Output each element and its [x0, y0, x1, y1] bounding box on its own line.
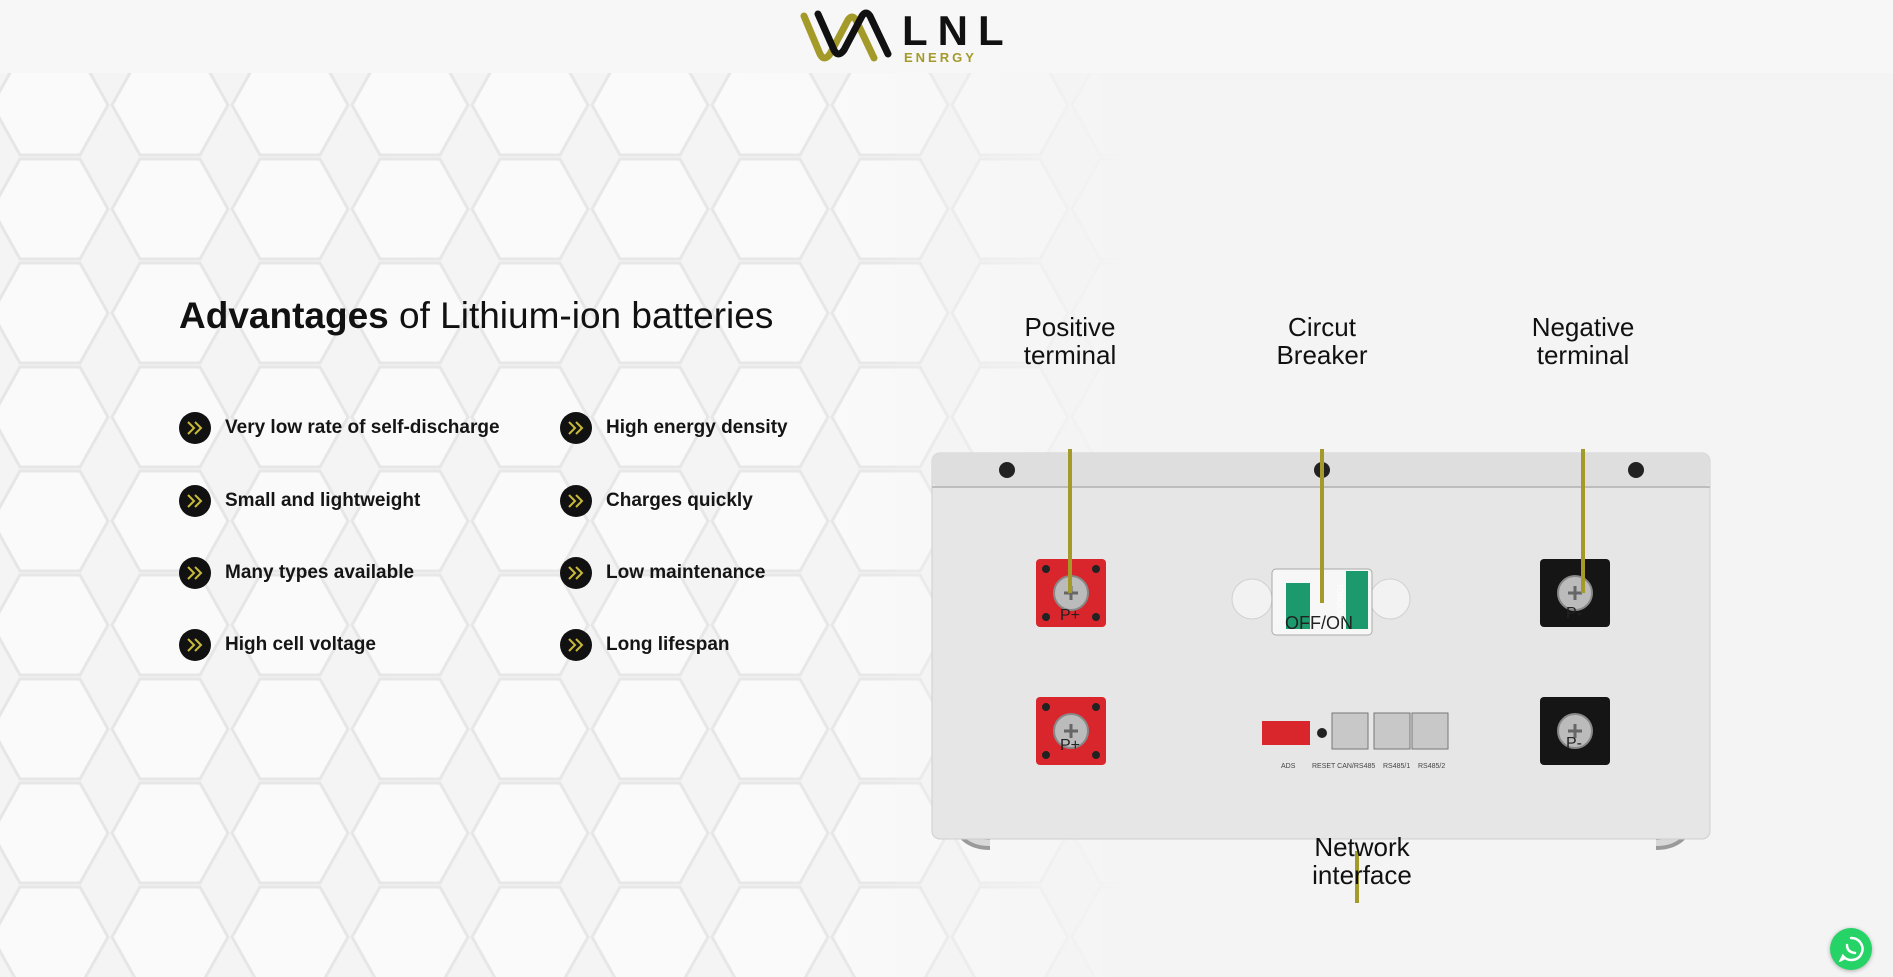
- advantage-item: Many types available: [179, 556, 414, 590]
- double-chevron-right-icon: [179, 485, 211, 517]
- advantage-label: Low maintenance: [606, 562, 766, 583]
- p-plus-label-top: P+: [1060, 607, 1081, 624]
- double-chevron-right-icon: [560, 412, 592, 444]
- title-bold: Advantages: [179, 295, 389, 336]
- site-header: LNL ENERGY: [0, 0, 1893, 73]
- logo-mark-icon: [800, 9, 892, 62]
- advantage-label: Small and lightweight: [225, 490, 421, 511]
- advantage-label: Long lifespan: [606, 634, 730, 655]
- brand-logo[interactable]: LNL ENERGY: [800, 6, 1004, 66]
- double-chevron-right-icon: [560, 485, 592, 517]
- negative-terminal-bottom: [1540, 697, 1610, 765]
- breaker-brand-label: TONGOU: [1335, 583, 1344, 618]
- rs485-1-label: RS485/1: [1383, 763, 1411, 770]
- off-on-label: OFF/ON: [1285, 613, 1353, 633]
- positive-terminal-bottom: [1036, 697, 1106, 765]
- brand-tagline: ENERGY: [904, 50, 977, 65]
- whatsapp-button[interactable]: [1830, 928, 1872, 970]
- double-chevron-right-icon: [560, 629, 592, 661]
- dip-switch-label: ADS: [1281, 763, 1296, 770]
- advantage-label: Charges quickly: [606, 490, 753, 511]
- advantage-label: Very low rate of self-discharge: [225, 417, 500, 438]
- reset-label: RESET CAN/RS485: [1312, 763, 1376, 770]
- p-minus-label-bottom: P-: [1566, 735, 1582, 752]
- p-plus-label-bottom: P+: [1060, 737, 1081, 754]
- brand-name: LNL: [902, 7, 1014, 54]
- double-chevron-right-icon: [179, 412, 211, 444]
- advantage-label: Many types available: [225, 562, 415, 583]
- advantage-item: Small and lightweight: [179, 484, 420, 518]
- advantage-item: Very low rate of self-discharge: [179, 411, 500, 445]
- double-chevron-right-icon: [179, 557, 211, 589]
- title-rest: of Lithium-ion batteries: [388, 295, 774, 336]
- advantage-item: Low maintenance: [560, 556, 765, 590]
- advantage-item: Charges quickly: [560, 484, 753, 518]
- advantage-item: High cell voltage: [179, 628, 376, 662]
- double-chevron-right-icon: [560, 557, 592, 589]
- network-ports: [1262, 712, 1449, 750]
- double-chevron-right-icon: [179, 629, 211, 661]
- advantage-item: Long lifespan: [560, 628, 730, 662]
- rs485-2-label: RS485/2: [1418, 763, 1446, 770]
- section-title: Advantages of Lithium-ion batteries: [179, 293, 773, 339]
- battery-diagram: [931, 449, 1711, 903]
- whatsapp-icon: [1838, 936, 1864, 962]
- advantage-label: High cell voltage: [225, 634, 376, 655]
- advantage-label: High energy density: [606, 417, 788, 438]
- advantage-item: High energy density: [560, 411, 788, 445]
- p-minus-label-top: P-: [1566, 605, 1582, 622]
- advantages-section: Advantages of Lithium-ion batteries Very…: [0, 73, 1893, 977]
